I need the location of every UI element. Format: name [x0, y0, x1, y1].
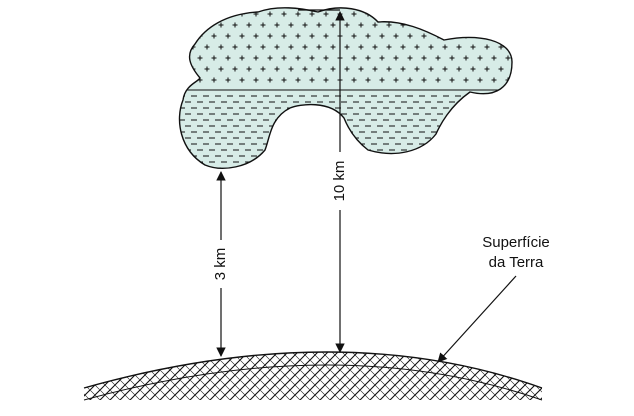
dimension-cloud-base: 3 km — [212, 171, 230, 357]
label-3km: 3 km — [212, 248, 229, 281]
dimension-cloud-top: 10 km — [298, 9, 349, 353]
earth-ground-lower-line — [83, 364, 543, 401]
earth-surface-label-line2: da Terra — [489, 254, 544, 271]
earth-surface-pointer — [437, 275, 517, 363]
cloud — [178, 7, 513, 169]
earth-surface-label-line1: Superfície — [482, 234, 550, 251]
label-10km: 10 km — [331, 161, 348, 202]
cloud-outline — [178, 7, 513, 169]
earth-ground-hatched — [84, 352, 542, 400]
earth-surface — [83, 351, 543, 401]
earth-surface-line — [83, 351, 543, 389]
earth-surface-label: Superfície da Terra — [437, 234, 550, 363]
